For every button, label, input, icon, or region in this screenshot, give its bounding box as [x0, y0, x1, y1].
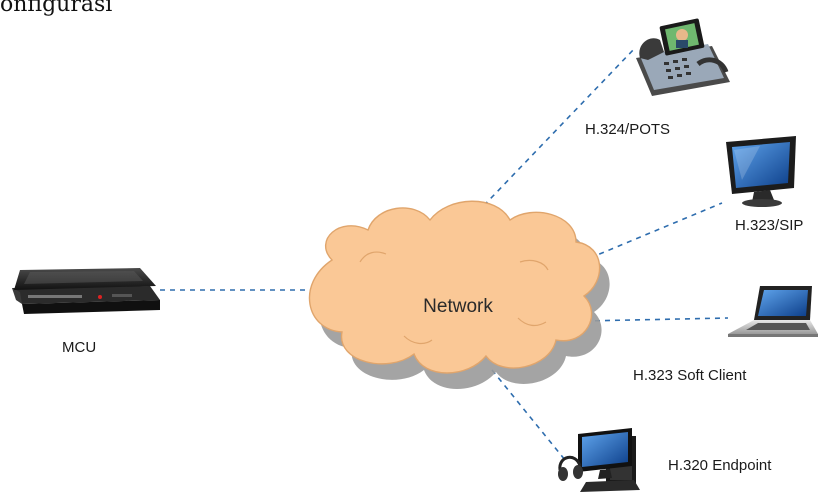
video-phone-icon — [636, 18, 730, 96]
monitor-icon — [726, 136, 796, 207]
cloud-inner-curves — [359, 251, 549, 345]
soft-client-label: H.323 Soft Client — [633, 367, 747, 384]
network-cloud — [308, 200, 601, 374]
endpoint-label: H.320 Endpoint — [668, 457, 772, 474]
pots-label: H.324/POTS — [585, 121, 670, 138]
mcu-label: MCU — [62, 339, 96, 356]
desktop-workstation-icon — [558, 428, 640, 492]
sip-label: H.323/SIP — [735, 217, 803, 234]
link-sip — [589, 202, 723, 259]
mcu-device-icon — [12, 268, 160, 314]
diagram-title: onfigurasi — [0, 0, 113, 17]
network-label: Network — [423, 296, 493, 317]
laptop-icon — [728, 286, 818, 337]
